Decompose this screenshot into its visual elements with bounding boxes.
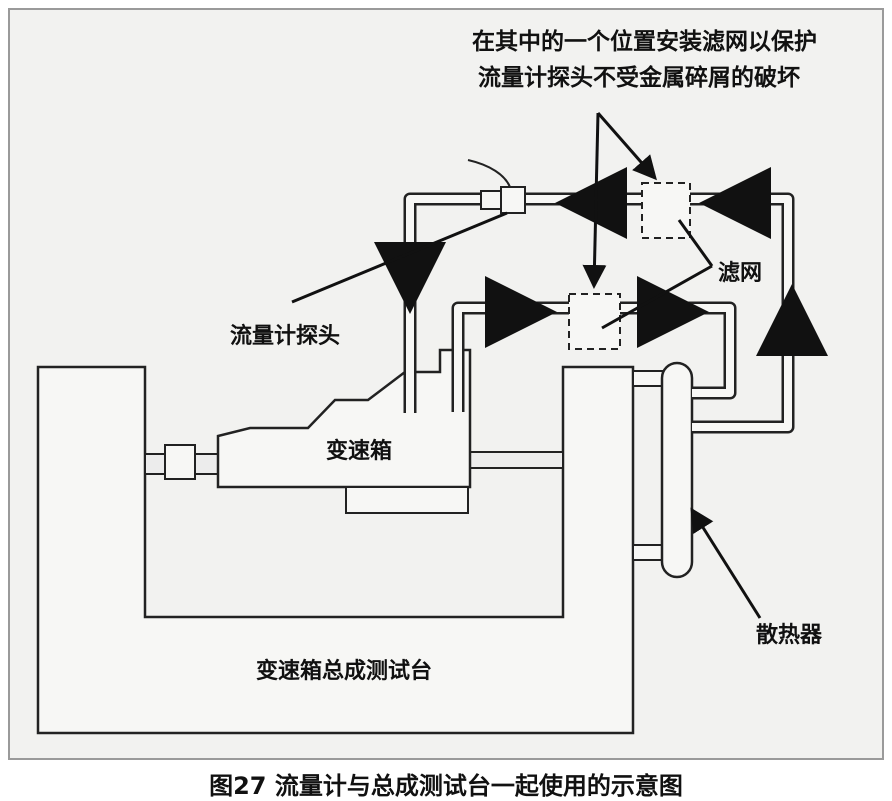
figure-caption: 图27 流量计与总成测试台一起使用的示意图 <box>209 772 683 800</box>
flowmeter-probe-cable <box>467 159 511 188</box>
label-flowmeter-probe: 流量计探头 <box>230 324 341 349</box>
annotation-line-2: 流量计探头不受金属碎屑的破坏 <box>478 65 800 91</box>
annotation-line-1: 在其中的一个位置安装滤网以保护 <box>472 29 817 55</box>
leader-filter-upper <box>677 219 714 267</box>
oil-pan <box>345 486 469 514</box>
label-transmission: 变速箱 <box>326 439 393 464</box>
leader-radiator <box>690 507 762 619</box>
label-test-bench: 变速箱总成测试台 <box>256 659 433 684</box>
filter-upper <box>641 182 691 239</box>
leader-probe <box>291 211 508 304</box>
label-filter: 滤网 <box>718 261 763 286</box>
leader-note-to-lower-filter <box>582 112 607 289</box>
label-radiator: 散热器 <box>756 623 823 648</box>
flow-arrows <box>374 167 828 356</box>
leader-note-to-upper-filter <box>596 112 657 181</box>
radiator-mount-bottom <box>632 544 666 561</box>
leader-lines <box>291 112 762 619</box>
radiator <box>660 361 694 579</box>
leader-filter-lower <box>601 264 713 330</box>
shaft-coupling <box>164 444 196 480</box>
flowmeter-probe-body-2 <box>500 186 526 214</box>
radiator-mount-top <box>632 370 666 387</box>
flowmeter-probe-body <box>480 190 502 210</box>
output-shaft <box>469 451 564 469</box>
transmission-body <box>216 348 472 489</box>
test-bench <box>36 365 635 735</box>
